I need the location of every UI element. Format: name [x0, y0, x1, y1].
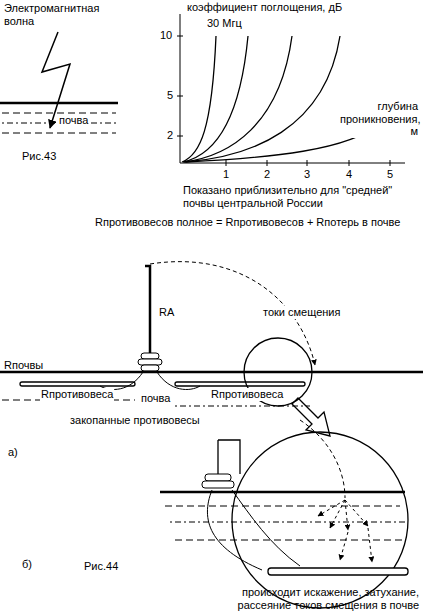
tick-label: 2	[167, 129, 173, 142]
chart-note: Показано приблизительно для "средней" по…	[183, 184, 419, 209]
antenna-label: RА	[158, 306, 175, 319]
figure-number: Рис.44	[84, 560, 118, 573]
curve-label: 30 Мгц	[206, 17, 243, 30]
tick-label: 2	[264, 168, 270, 181]
antenna-figure-a	[0, 262, 423, 436]
soil-label: почва	[140, 392, 171, 405]
resistance-label: Rпочвы	[4, 359, 43, 372]
soil-label: почва	[58, 114, 89, 127]
tick-label: 1	[223, 168, 229, 181]
panel-label: б)	[22, 558, 32, 571]
tick-label: 3	[304, 168, 310, 181]
current-label: токи смещения	[262, 306, 341, 319]
formula: Rпротивовесов полное = Rпротивовесов + R…	[95, 216, 400, 229]
tick-label: 10	[160, 29, 172, 42]
chart	[177, 14, 405, 166]
tick-label: 5	[167, 89, 173, 102]
tick-label: 4	[346, 168, 352, 181]
wave-figure	[0, 32, 118, 133]
axis-title: коэффициент поглощения, дБ	[186, 1, 343, 14]
panel-label: а)	[8, 446, 18, 459]
wave-label: Электромагнитная волна	[4, 2, 114, 27]
figure-number: Рис.43	[22, 150, 56, 163]
resistance-label: Rпротивовеса	[210, 388, 284, 401]
tick-label: 5	[387, 168, 393, 181]
antenna-figure-b	[160, 420, 408, 608]
counterpoise-label: закопанные противовесы	[70, 414, 200, 427]
caption-note: происходит искажение, затухание, рассеян…	[214, 586, 419, 611]
axis-title: глубина проникновения, м	[339, 100, 419, 138]
resistance-label: Rпротивовеса	[40, 388, 114, 401]
